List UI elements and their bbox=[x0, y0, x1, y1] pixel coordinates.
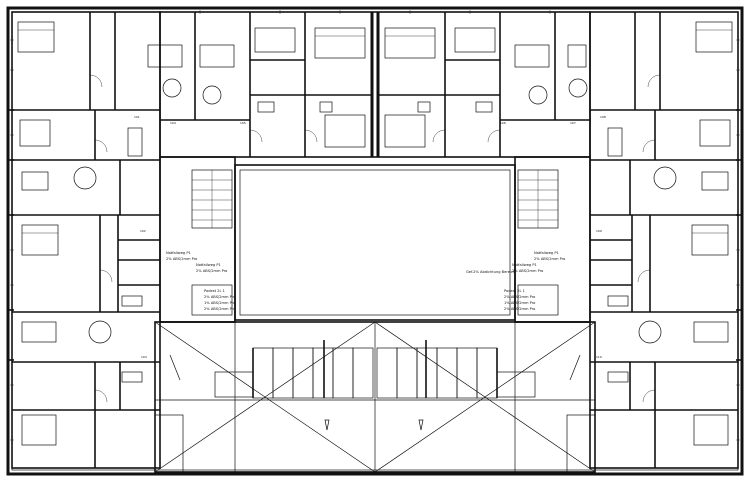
corridor-left-label-3: 1% ABS/2mm Pro bbox=[204, 301, 235, 305]
room-tag: 107 bbox=[570, 121, 576, 125]
corridor-left-label-4: 2% ABS/2mm Pro bbox=[204, 307, 235, 311]
lower-zone bbox=[154, 321, 596, 473]
room-tags: 101 102 103 104 105 106 107 108 109 110 bbox=[134, 115, 606, 359]
stair-left-label-3: Notfallweg P1 bbox=[196, 263, 221, 267]
corridor-right-label-4: 2% ABS/2mm Pro bbox=[504, 307, 535, 311]
stair-right-label-2: 2% ABS/2mm Pro bbox=[534, 257, 565, 261]
stair-right-labels: Notfallweg P1 2% ABS/2mm Pro Notfallweg … bbox=[512, 251, 565, 273]
corridor-left-labels: Podest 2L 1 2% ABS/2mm Pro 1% ABS/2mm Pr… bbox=[204, 289, 235, 311]
stair-left-labels: Notfallweg P1 2% ABS/2mm Pro Notfallweg … bbox=[166, 251, 227, 273]
stair-right-label-1: Notfallweg P1 bbox=[534, 251, 559, 255]
stair-left-label-1: Notfallweg P1 bbox=[166, 251, 191, 255]
corridor-right-labels: Podest 2L 1 2% ABS/2mm Pro 1% ABS/2mm Pr… bbox=[504, 289, 535, 311]
parking-stalls-left bbox=[214, 340, 374, 399]
stair-left-label-2: 2% ABS/2mm Pro bbox=[166, 257, 197, 261]
top-wing bbox=[147, 10, 591, 158]
stair-left-label-4: 2% ABS/2mm Pro bbox=[196, 269, 227, 273]
parking-stalls-right bbox=[376, 340, 536, 399]
stair-right-label-3: Notfallweg P1 bbox=[512, 263, 537, 267]
corridor-right-label-1: Podest 2L 1 bbox=[504, 289, 525, 293]
corridor-left-label-2: 2% ABS/2mm Pro bbox=[204, 295, 235, 299]
room-tag: 106 bbox=[500, 121, 506, 125]
corridor-right-label-3: 1% ABS/2mm Pro bbox=[504, 301, 535, 305]
room-tag: 109 bbox=[596, 229, 602, 233]
room-tag: 110 bbox=[596, 355, 602, 359]
courtyard bbox=[234, 164, 516, 321]
room-tag: 105 bbox=[240, 121, 246, 125]
room-tag: 104 bbox=[170, 121, 176, 125]
room-tag: 103 bbox=[141, 355, 147, 359]
stair-right-label-4: 2% ABS/2mm Pro bbox=[512, 269, 543, 273]
room-tag: 101 bbox=[134, 115, 140, 119]
room-tag: 102 bbox=[140, 229, 146, 233]
right-wing bbox=[589, 11, 740, 469]
room-tag: 108 bbox=[600, 115, 606, 119]
corridor-left-label-1: Podest 2L 1 bbox=[204, 289, 225, 293]
left-wing bbox=[10, 11, 161, 469]
corridor-right-label-2: 2% ABS/2mm Pro bbox=[504, 295, 535, 299]
courtyard-note: Gef.2% Abdichtung Bereich bbox=[466, 270, 515, 274]
